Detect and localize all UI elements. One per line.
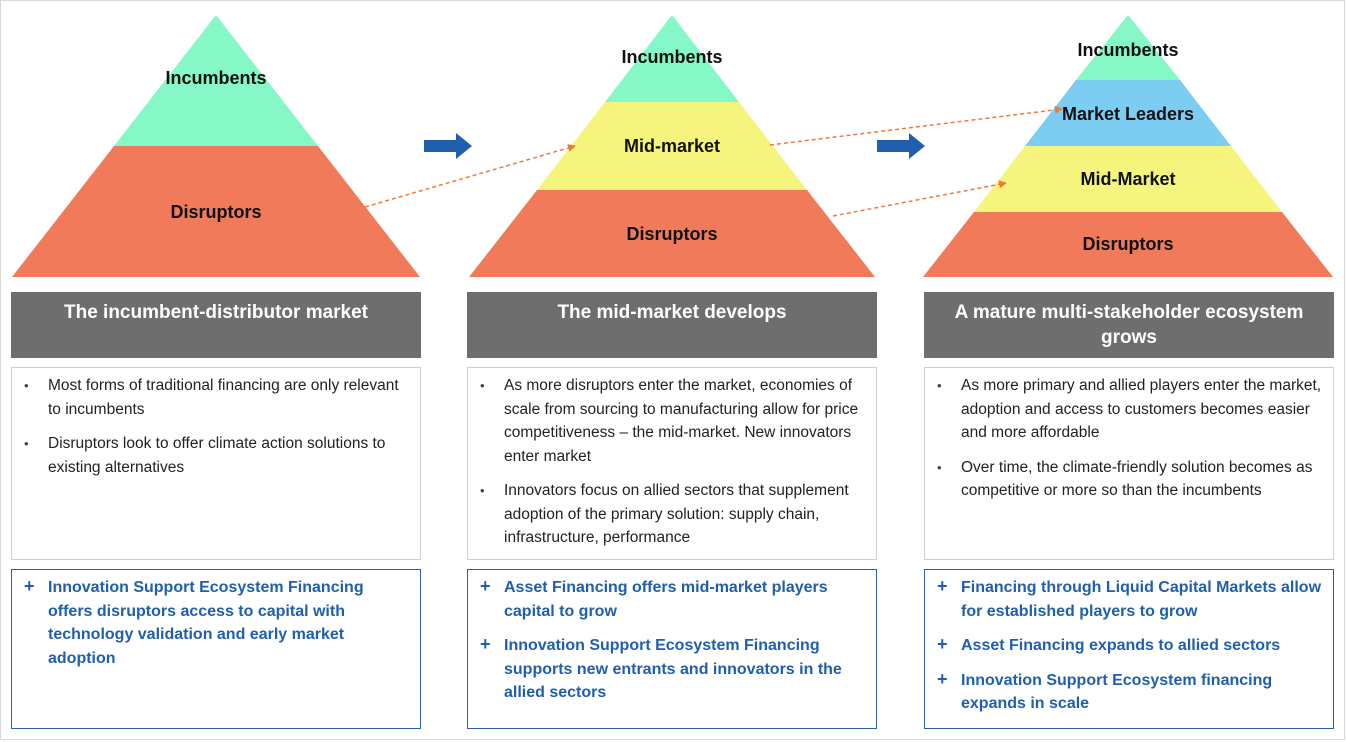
pyramid-3-label-mid-market: Mid-Market bbox=[1080, 169, 1175, 189]
pyramid-2-label-incumbents: Incumbents bbox=[621, 47, 722, 67]
stage-1-bullet: Most forms of traditional financing are … bbox=[24, 374, 410, 421]
pyramid-stage-3: Incumbents Market Leaders Mid-Market Dis… bbox=[923, 15, 1333, 277]
stage-3-header-text: A mature multi-stakeholder ecosystem gro… bbox=[954, 302, 1304, 348]
pyramid-3-tier-disruptors bbox=[923, 212, 1333, 277]
stage-3-financing-box: +Financing through Liquid Capital Market… bbox=[924, 569, 1334, 729]
stage-1-description-box: Most forms of traditional financing are … bbox=[11, 367, 421, 560]
transition-arrow-disruptors-to-mid-market bbox=[364, 144, 576, 208]
stage-3-bullet: Over time, the climate-friendly solution… bbox=[937, 456, 1323, 503]
stage-1-financing-list: +Innovation Support Ecosystem Financing … bbox=[12, 570, 420, 670]
stage-2-financing-item: +Innovation Support Ecosystem Financing … bbox=[480, 634, 842, 701]
pyramid-stage-1: Incumbents Disruptors bbox=[12, 15, 420, 277]
stage-2-description-box: As more disruptors enter the market, eco… bbox=[467, 367, 877, 560]
stage-2-bullet: Innovators focus on allied sectors that … bbox=[480, 479, 866, 550]
stage-3-header: A mature multi-stakeholder ecosystem gro… bbox=[924, 292, 1334, 358]
pyramid-1-label-incumbents: Incumbents bbox=[165, 68, 266, 88]
pyramids-graphic: Incumbents Disruptors Incumbents Mid-mar… bbox=[12, 15, 1333, 277]
plus-icon: + bbox=[24, 576, 35, 596]
stage-3-description-box: As more primary and allied players enter… bbox=[924, 367, 1334, 560]
pyramid-3-label-disruptors: Disruptors bbox=[1082, 234, 1173, 254]
stage-3-financing-item: +Asset Financing expands to allied secto… bbox=[937, 634, 1323, 658]
stage-3-financing-item: +Innovation Support Ecosystem financing … bbox=[937, 668, 1273, 713]
pyramid-1-label-disruptors: Disruptors bbox=[170, 202, 261, 222]
stage-arrow-2-icon bbox=[877, 133, 925, 159]
stage-2-financing-box: +Asset Financing offers mid-market playe… bbox=[467, 569, 877, 729]
plus-icon: + bbox=[937, 668, 948, 689]
stage-2-financing-item: +Asset Financing offers mid-market playe… bbox=[480, 576, 828, 620]
stage-3-financing-item: +Financing through Liquid Capital Market… bbox=[937, 576, 1322, 620]
stage-arrow-1-icon bbox=[424, 133, 472, 159]
pyramid-2-tier-mid-market bbox=[537, 102, 807, 190]
stage-1-financing-box: +Innovation Support Ecosystem Financing … bbox=[11, 569, 421, 729]
pyramid-3-label-market-leaders: Market Leaders bbox=[1062, 104, 1194, 124]
pyramid-2-label-mid-market: Mid-market bbox=[624, 136, 720, 156]
pyramid-3-tier-market-leaders bbox=[1025, 80, 1231, 146]
stage-3-bullet: As more primary and allied players enter… bbox=[937, 374, 1323, 445]
pyramid-2-tier-disruptors bbox=[469, 190, 875, 277]
stage-2-financing-list: +Asset Financing offers mid-market playe… bbox=[468, 570, 876, 705]
pyramid-3-tier-incumbents bbox=[1076, 15, 1180, 80]
plus-icon: + bbox=[937, 634, 948, 654]
transition-arrow-mid-market-to-market-leaders bbox=[769, 105, 1063, 146]
stage-1-financing-item: +Innovation Support Ecosystem Financing … bbox=[24, 576, 364, 667]
stage-2-bullet-list: As more disruptors enter the market, eco… bbox=[468, 368, 876, 550]
stage-1-bullet: Disruptors look to offer climate action … bbox=[24, 432, 410, 479]
plus-icon: + bbox=[480, 576, 491, 596]
pyramid-2-tier-incumbents bbox=[605, 15, 739, 102]
stage-1-header-text: The incumbent-distributor market bbox=[63, 302, 369, 323]
stage-2-header: The mid-market develops bbox=[467, 292, 877, 358]
pyramid-1-tier-disruptors bbox=[12, 146, 420, 277]
pyramid-3-label-incumbents: Incumbents bbox=[1077, 40, 1178, 60]
stage-2-header-text: The mid-market develops bbox=[557, 302, 787, 323]
plus-icon: + bbox=[937, 576, 948, 596]
stage-3-bullet-list: As more primary and allied players enter… bbox=[925, 368, 1333, 503]
pyramid-1-tier-incumbents bbox=[114, 15, 318, 146]
stage-2-bullet: As more disruptors enter the market, eco… bbox=[480, 374, 866, 468]
stage-1-header: The incumbent-distributor market bbox=[11, 292, 421, 358]
pyramid-3-tier-mid-market bbox=[974, 146, 1282, 212]
pyramid-2-label-disruptors: Disruptors bbox=[626, 224, 717, 244]
transition-arrow-disruptors-to-mid-market-2 bbox=[832, 180, 1007, 217]
stage-1-bullet-list: Most forms of traditional financing are … bbox=[12, 368, 420, 479]
stage-3-financing-list: +Financing through Liquid Capital Market… bbox=[925, 570, 1333, 716]
pyramid-stage-2: Incumbents Mid-market Disruptors bbox=[469, 15, 875, 277]
plus-icon: + bbox=[480, 634, 491, 654]
